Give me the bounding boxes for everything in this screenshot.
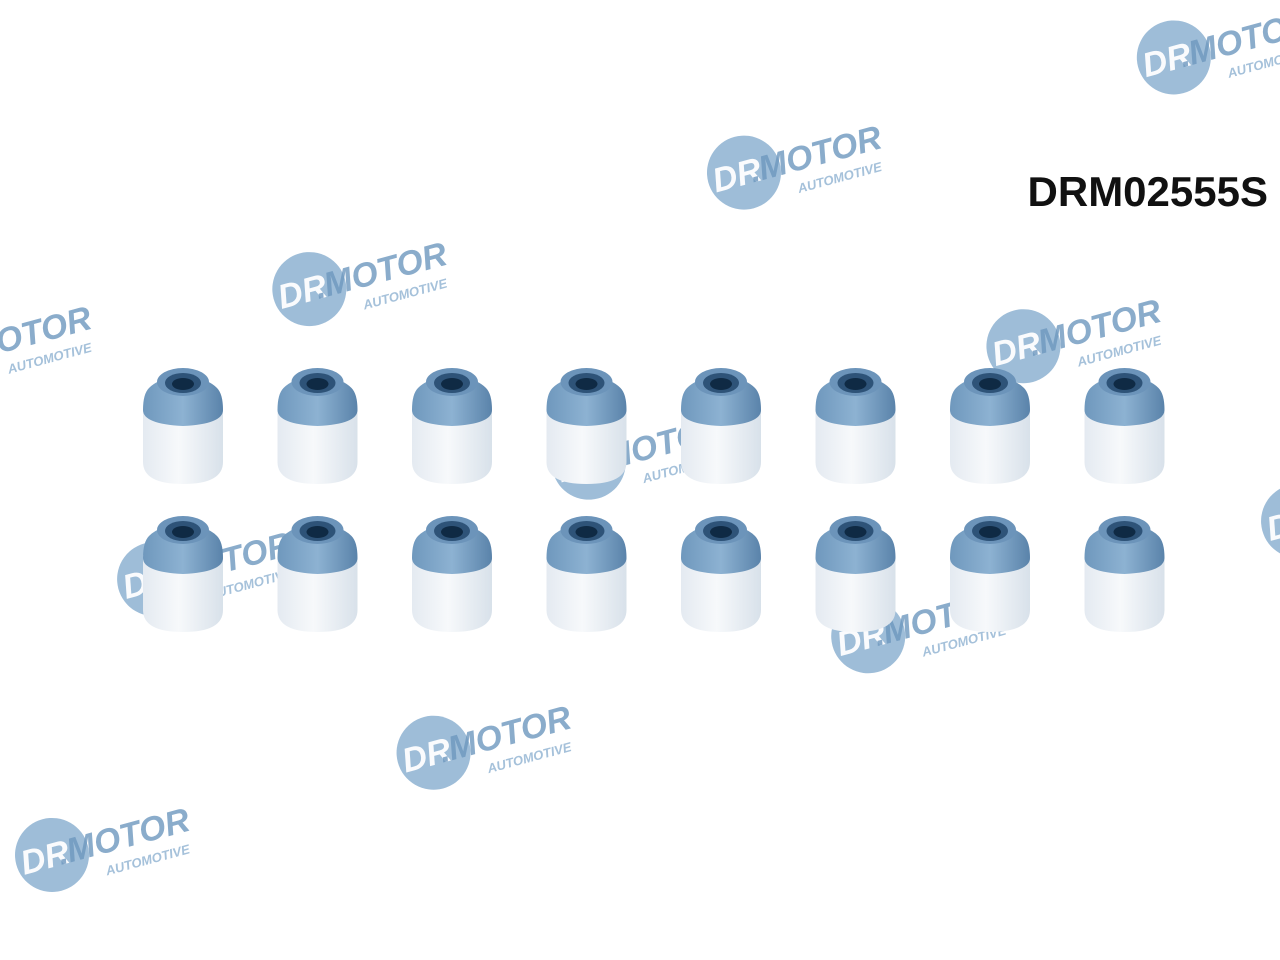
valve-stem-seal bbox=[1084, 368, 1165, 484]
valve-stem-seal bbox=[546, 516, 627, 632]
valve-stem-seals bbox=[143, 368, 1165, 632]
valve-stem-seal bbox=[143, 368, 223, 484]
valve-stem-seal bbox=[1084, 516, 1165, 632]
valve-stem-seal bbox=[277, 516, 358, 632]
valve-stem-seal bbox=[546, 368, 627, 484]
valve-stem-seal bbox=[681, 368, 761, 484]
valve-stem-seal bbox=[815, 516, 896, 632]
valve-stem-seal bbox=[950, 516, 1030, 632]
valve-stem-seal bbox=[412, 516, 492, 632]
valve-stem-seal bbox=[277, 368, 358, 484]
valve-stem-seal bbox=[815, 368, 896, 484]
valve-stem-seal bbox=[950, 368, 1030, 484]
product-code: DRM02555S bbox=[1027, 168, 1268, 215]
valve-stem-seal bbox=[681, 516, 761, 632]
valve-stem-seal bbox=[143, 516, 223, 632]
valve-stem-seal bbox=[412, 368, 492, 484]
